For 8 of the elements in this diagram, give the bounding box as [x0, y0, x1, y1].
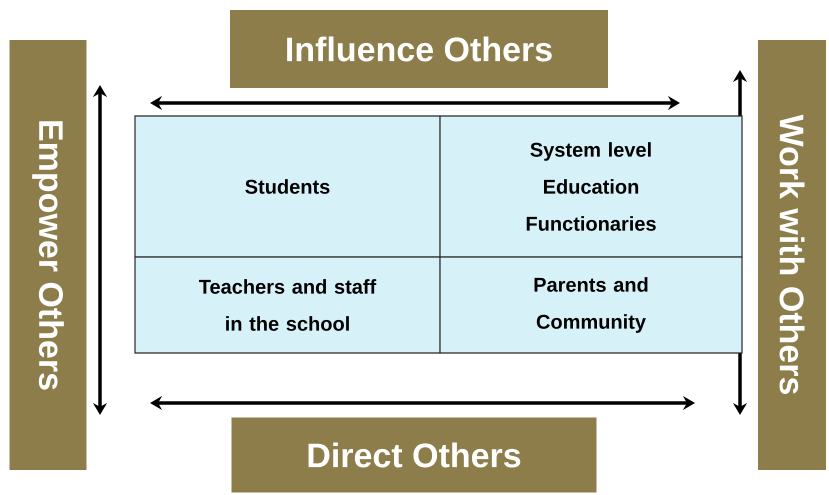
table-cell: Parents and Community [439, 256, 743, 354]
table-cell: Students [134, 115, 441, 258]
label-band: Direct Others [232, 418, 596, 492]
table-cell: System level Education Functionaries [439, 115, 743, 258]
label-band: Work with Others [758, 40, 826, 470]
label-band: Empower Others [10, 40, 86, 470]
label-band: Influence Others [230, 10, 608, 88]
table-cell: Teachers and staff in the school [134, 256, 441, 354]
